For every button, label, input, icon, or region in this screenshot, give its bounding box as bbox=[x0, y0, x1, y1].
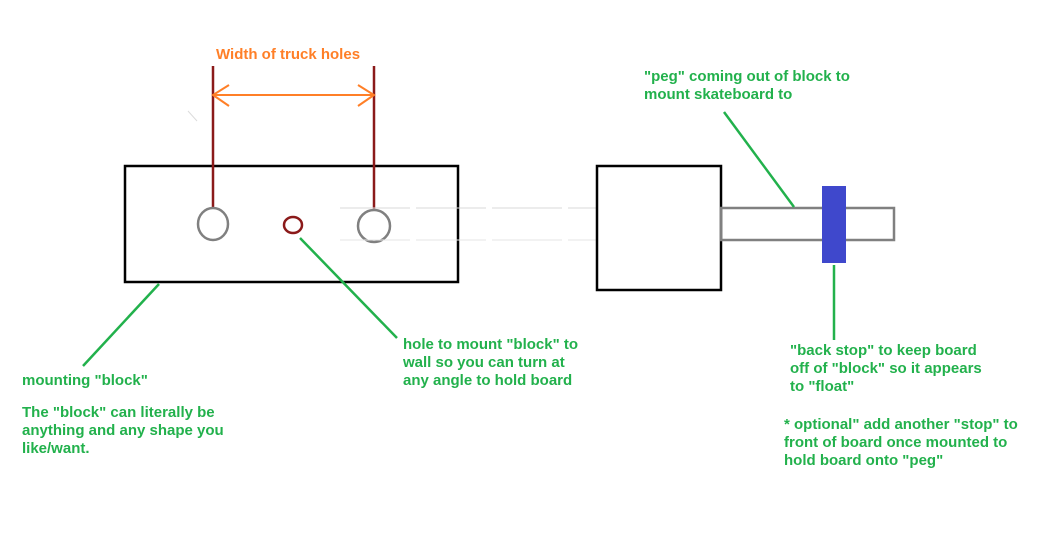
back-stop-label: "back stop" to keep board off of "block"… bbox=[790, 342, 982, 395]
leader-wall-hole bbox=[299, 237, 398, 339]
width-arrow-head-left bbox=[211, 84, 230, 107]
truck-hole-right bbox=[356, 208, 392, 244]
optional-stop-label: * optional" add another "stop" to front … bbox=[784, 416, 1018, 469]
side-view-block bbox=[595, 164, 723, 292]
mount-hole-label: hole to mount "block" to wall so you can… bbox=[403, 336, 579, 389]
wall-mount-hole bbox=[282, 215, 304, 235]
stray-mark bbox=[187, 110, 198, 122]
block-note-label: The "block" can literally be anything an… bbox=[22, 404, 224, 457]
back-stop bbox=[822, 186, 846, 263]
truck-hole-left bbox=[196, 206, 230, 242]
leader-peg bbox=[722, 111, 796, 208]
mounting-block bbox=[123, 164, 460, 284]
truck-width-label: Width of truck holes bbox=[216, 46, 361, 63]
leader-mounting-block bbox=[82, 283, 160, 367]
mounting-block-label: mounting "block" bbox=[22, 372, 148, 389]
width-arrow-head-right bbox=[357, 84, 376, 107]
peg-label: "peg" coming out of block to mount skate… bbox=[644, 68, 850, 103]
peg bbox=[719, 206, 896, 242]
